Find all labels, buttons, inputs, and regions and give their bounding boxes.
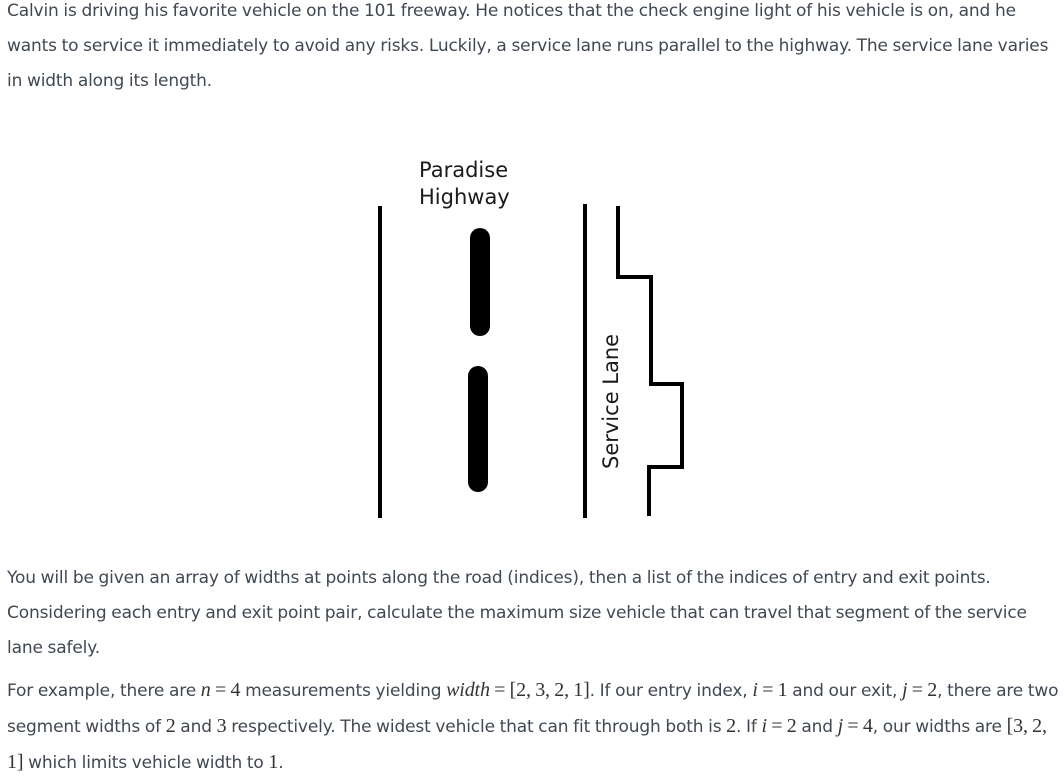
math-three: 3 <box>216 715 227 737</box>
example-text: . If <box>736 717 762 737</box>
math-arr2: [3, 2, 1] <box>7 715 1047 773</box>
example-text: . <box>278 753 284 773</box>
math-two-b: 2 <box>726 715 737 737</box>
highway-label-line1: Paradise <box>419 158 508 182</box>
math-width: width = [2, 3, 2, 1] <box>446 679 590 701</box>
math-two: 2 <box>165 715 176 737</box>
example-text: which limits vehicle width to <box>23 753 269 773</box>
example-text: For example, there are <box>7 681 201 701</box>
example-text: , there are two segment widths of <box>7 681 1059 737</box>
example-text: . If our entry index, <box>589 681 753 701</box>
intro-paragraph: Calvin is driving his favorite vehicle o… <box>7 1 1049 91</box>
math-j: j = 2 <box>901 679 938 701</box>
math-i2: i = 2 <box>761 715 797 737</box>
task-paragraph: You will be given an array of widths at … <box>7 568 1027 658</box>
math-j2: j = 4 <box>837 715 873 737</box>
math-n: n = 4 <box>200 679 241 701</box>
example-text: and our exit, <box>787 681 902 701</box>
math-one: 1 <box>268 751 279 773</box>
service-lane-edge <box>616 206 684 516</box>
math-i: i = 1 <box>752 679 788 701</box>
example-text: and <box>796 717 838 737</box>
example-paragraph: For example, there are n = 4 measurement… <box>7 673 1062 781</box>
example-text: measurements yielding <box>240 681 447 701</box>
example-text: , our widths are <box>872 717 1007 737</box>
example-text: respectively. The widest vehicle that ca… <box>226 717 727 737</box>
example-text: and <box>175 717 217 737</box>
highway-label-line2: Highway <box>419 185 510 209</box>
service-lane-label: Service Lane <box>599 334 623 469</box>
